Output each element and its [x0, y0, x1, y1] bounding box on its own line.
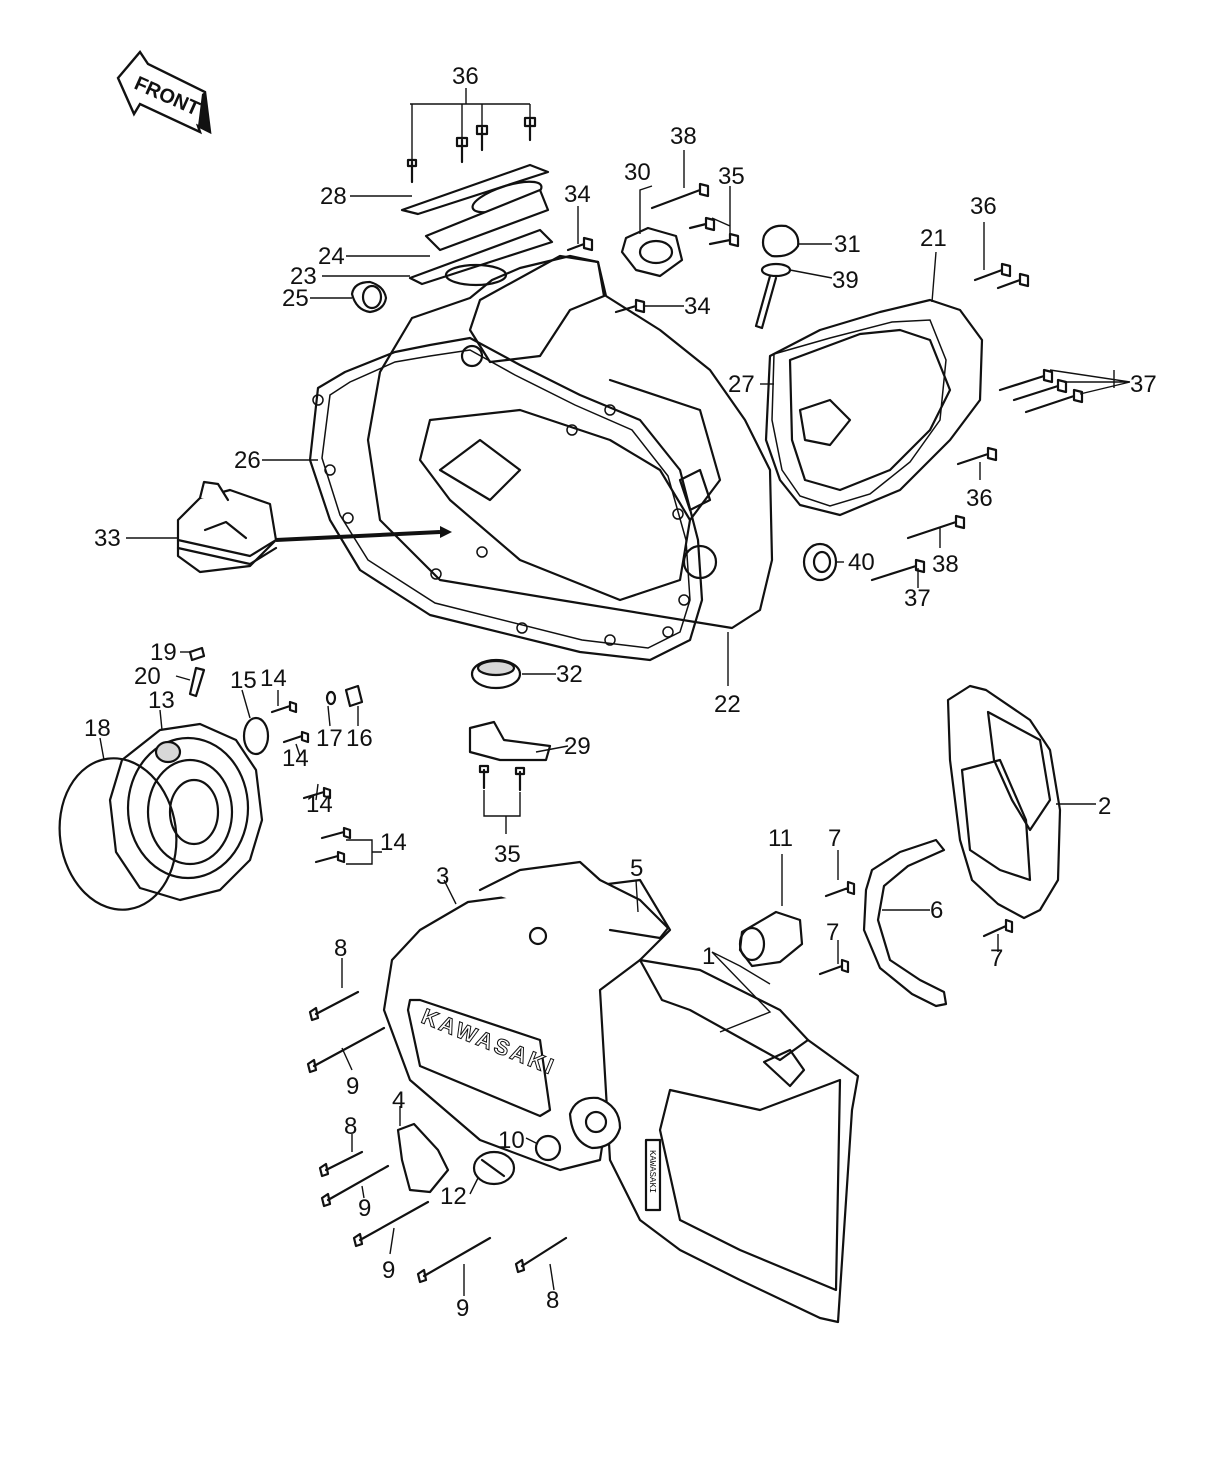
callout-22: 22 [714, 691, 741, 718]
bolts-7 [818, 880, 1014, 976]
callout-8c: 8 [546, 1287, 559, 1314]
callout-35b: 35 [494, 841, 521, 868]
callout-28: 28 [320, 183, 347, 210]
callout-8a: 8 [334, 935, 347, 962]
callout-40: 40 [848, 549, 875, 576]
callout-2: 2 [1098, 793, 1111, 820]
callout-23: 23 [290, 263, 317, 290]
intake-flange [620, 226, 684, 278]
rubber-boot [350, 280, 388, 314]
callout-36b: 36 [970, 193, 997, 220]
housing-stamp-text: KAWASAKI [647, 1150, 657, 1193]
callout-30: 30 [624, 159, 651, 186]
callout-9b: 9 [358, 1195, 371, 1222]
small-side-cover [764, 298, 984, 517]
callout-38b: 38 [932, 551, 959, 578]
callout-7a: 7 [828, 825, 841, 852]
callout-8b: 8 [344, 1113, 357, 1140]
retainer-strap [862, 838, 948, 1008]
crankcase-housing: KAWASAKI [568, 958, 860, 1324]
callout-32: 32 [556, 661, 583, 688]
bolts-8-9 [306, 990, 568, 1284]
bolts-upper-right [566, 182, 740, 314]
callout-9a: 9 [346, 1073, 359, 1100]
callout-15: 15 [230, 667, 257, 694]
callout-17: 17 [316, 725, 343, 752]
callout-10: 10 [498, 1127, 525, 1154]
cover-plate-2 [946, 684, 1062, 920]
callout-24: 24 [318, 243, 345, 270]
callout-25: 25 [282, 285, 309, 312]
o-ring-18 [58, 757, 178, 911]
callout-6: 6 [930, 897, 943, 924]
bolts-right-side [870, 262, 1084, 582]
small-parts-cluster [188, 646, 364, 864]
callout-29: 29 [564, 733, 591, 760]
oil-seal-40 [802, 542, 838, 582]
callout-5: 5 [630, 855, 643, 882]
damper-rubber [738, 910, 804, 968]
callout-20: 20 [134, 663, 161, 690]
callout-9c: 9 [382, 1257, 395, 1284]
oil-seal-32 [470, 658, 522, 690]
round-cover [108, 722, 264, 902]
callout-12: 12 [440, 1183, 467, 1210]
callout-31: 31 [834, 231, 861, 258]
callout-18: 18 [84, 715, 111, 742]
callout-14d: 14 [380, 829, 407, 856]
callout-labels: 1 2 3 4 5 6 7 7 7 8 8 8 9 9 9 9 10 11 12… [84, 63, 1157, 1322]
breather-box [176, 480, 452, 574]
callout-35a: 35 [718, 163, 745, 190]
callout-21: 21 [920, 225, 947, 252]
callout-39: 39 [832, 267, 859, 294]
small-side-gasket [771, 319, 947, 507]
callout-9d: 9 [456, 1295, 469, 1322]
callout-27: 27 [728, 371, 755, 398]
callout-37b: 37 [904, 585, 931, 612]
callout-1: 1 [702, 943, 715, 970]
callout-13: 13 [148, 687, 175, 714]
callout-3: 3 [436, 863, 449, 890]
callout-7b: 7 [826, 919, 839, 946]
callout-7c: 7 [990, 945, 1003, 972]
oil-filler-cap [754, 224, 800, 330]
callout-34a: 34 [564, 181, 591, 208]
callout-14b: 14 [282, 745, 309, 772]
callout-38a: 38 [670, 123, 697, 150]
callout-19: 19 [150, 639, 177, 666]
reed-plate [400, 163, 554, 287]
bracket-4 [396, 1122, 450, 1194]
callout-4: 4 [392, 1087, 405, 1114]
callout-14c: 14 [306, 791, 333, 818]
callout-36a: 36 [452, 63, 479, 90]
callout-34b: 34 [684, 293, 711, 320]
front-arrow-icon: FRONT [116, 50, 212, 135]
bracket-29 [468, 720, 552, 792]
callout-33: 33 [94, 525, 121, 552]
callout-11: 11 [768, 825, 793, 852]
callout-14a: 14 [260, 665, 287, 692]
bolt-set-36-top [406, 116, 537, 184]
callout-36c: 36 [966, 485, 993, 512]
crankcase-gasket [308, 336, 704, 662]
callout-37a: 37 [1130, 371, 1157, 398]
drain-plug-12 [472, 1150, 516, 1186]
callout-26: 26 [234, 447, 261, 474]
leader-lines [99, 88, 1131, 1296]
crankcase-cover [366, 254, 774, 630]
callout-16: 16 [346, 725, 373, 752]
